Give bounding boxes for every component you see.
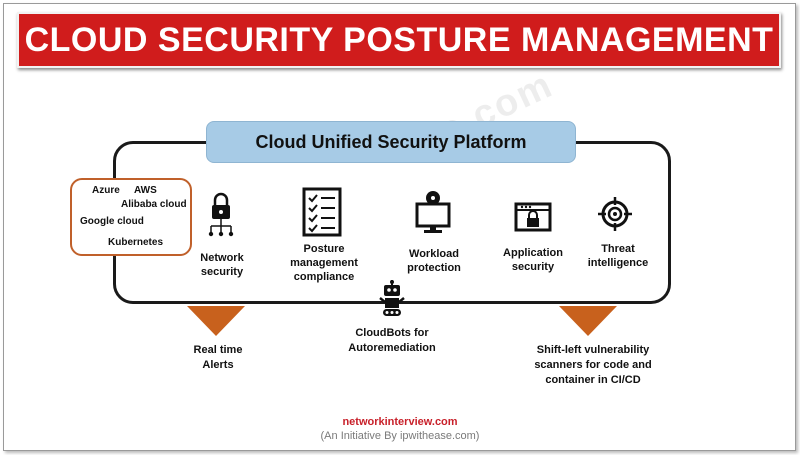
- feature-workload-protection: Workload protection: [397, 247, 471, 275]
- cloud-azure: Azure: [92, 185, 120, 196]
- network-lock-icon: [208, 192, 234, 237]
- feature-label-line: compliance: [293, 271, 355, 283]
- footer-site: networkinterview.com: [342, 416, 458, 428]
- cloud-google: Google cloud: [80, 216, 144, 227]
- cloud-kubernetes: Kubernetes: [108, 237, 164, 248]
- feature-label-line: protection: [407, 262, 461, 274]
- output-cloudbots: CloudBots for Autoremediation: [330, 326, 454, 356]
- feature-threat-intelligence: Threat intelligence: [580, 242, 656, 270]
- app-lock-icon: [514, 202, 552, 232]
- cloud-aws: AWS: [134, 185, 157, 196]
- output-shift-left: Shift-left vulnerability scanners for co…: [518, 343, 668, 388]
- feature-label-line: security: [200, 266, 244, 278]
- feature-label-line: security: [511, 261, 555, 273]
- platform-title: Cloud Unified Security Platform: [206, 121, 576, 163]
- output-label-line: CloudBots for: [355, 327, 429, 339]
- platform-container: [113, 141, 671, 304]
- target-icon: [598, 197, 632, 231]
- output-label-line: container in CI/CD: [545, 374, 641, 386]
- feature-posture-management: Posture management compliance: [282, 242, 366, 284]
- output-label-line: Real time: [193, 344, 243, 356]
- output-realtime-alerts: Real time Alerts: [176, 343, 260, 373]
- cloud-alibaba: Alibaba cloud: [121, 199, 187, 210]
- feature-label-line: Posture: [303, 243, 345, 255]
- feature-label-line: intelligence: [587, 257, 649, 269]
- feature-label-line: Threat: [601, 243, 635, 255]
- workload-monitor-icon: [415, 191, 451, 233]
- cloud-providers-box: [70, 178, 192, 256]
- output-label-line: Alerts: [202, 359, 234, 371]
- feature-label-line: Network: [200, 252, 244, 264]
- feature-label-line: Application: [503, 247, 563, 259]
- output-label-line: scanners for code and: [534, 359, 652, 371]
- feature-network-security: Network security: [187, 251, 257, 279]
- footer-subtitle: (An Initiative By ipwithease.com): [320, 430, 480, 442]
- feature-label-line: management: [290, 257, 358, 269]
- output-label-line: Shift-left vulnerability: [536, 344, 650, 356]
- output-label-line: Autoremediation: [348, 342, 436, 354]
- arrow-down-icon: [187, 306, 245, 336]
- page-title: CLOUD SECURITY POSTURE MANAGEMENT: [17, 12, 781, 68]
- feature-label-line: Workload: [409, 248, 459, 260]
- checklist-icon: [302, 187, 342, 237]
- robot-icon: [379, 280, 405, 316]
- feature-application-security: Application security: [495, 246, 571, 274]
- arrow-down-icon: [559, 306, 617, 336]
